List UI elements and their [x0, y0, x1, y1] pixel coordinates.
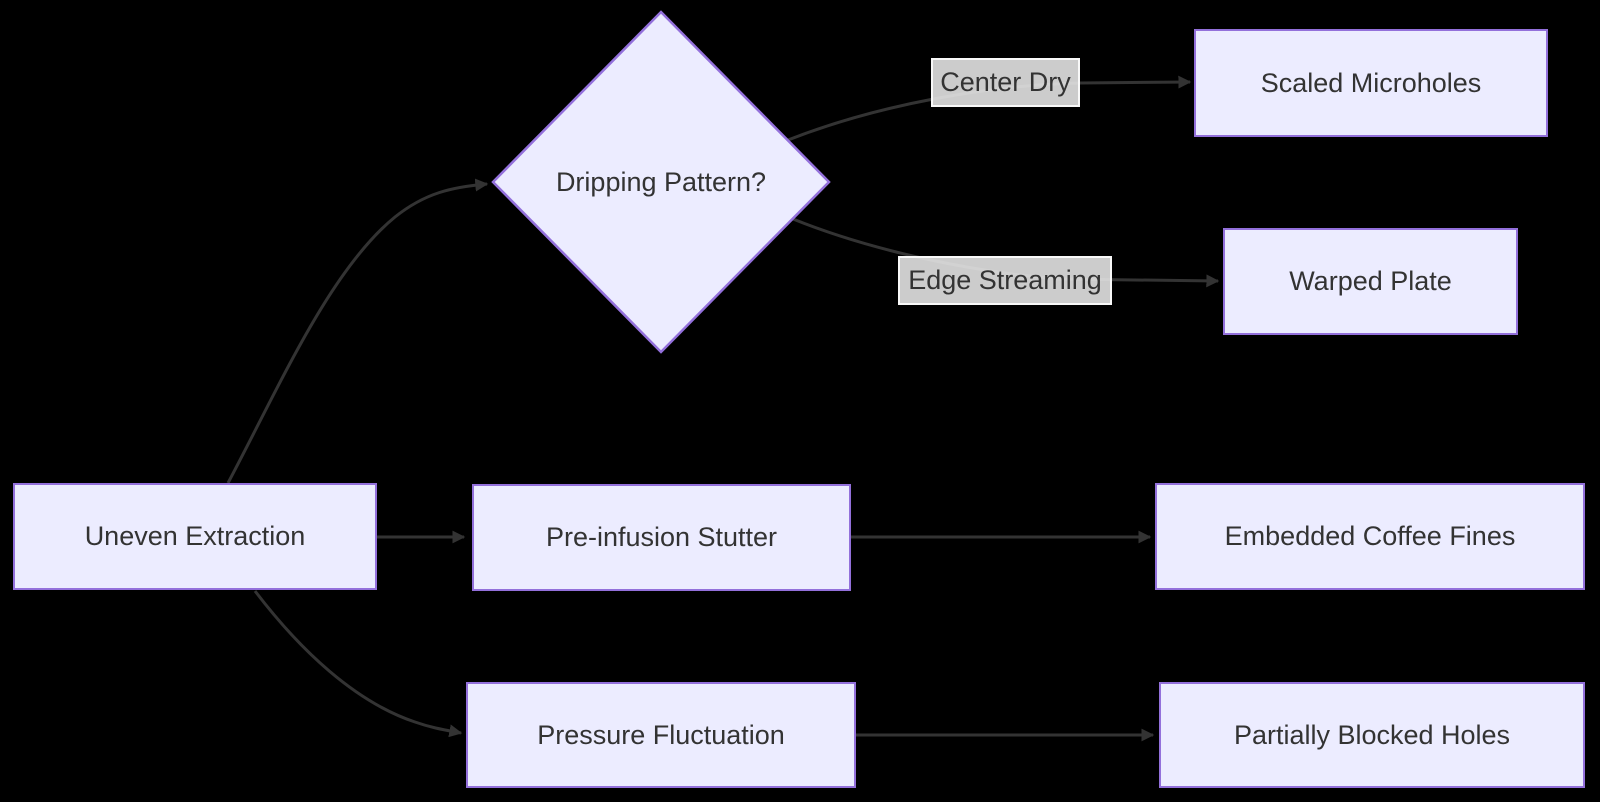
node-pre-infusion-stutter: Pre-infusion Stutter	[472, 484, 851, 591]
node-label: Warped Plate	[1289, 266, 1452, 296]
edge-label-center-dry: Center Dry	[931, 58, 1080, 107]
edge-uneven-extraction-to-dripping-pattern	[226, 178, 489, 484]
node-label: Uneven Extraction	[84, 521, 306, 551]
node-partially-blocked-holes: Partially Blocked Holes	[1159, 682, 1585, 788]
node-scaled-microholes: Scaled Microholes	[1194, 29, 1548, 137]
node-warped-plate: Warped Plate	[1223, 228, 1518, 335]
node-pressure-fluctuation: Pressure Fluctuation	[466, 682, 856, 788]
edge-label-text: Center Dry	[940, 67, 1071, 97]
node-label: Partially Blocked Holes	[1233, 719, 1511, 750]
edge-label-edge-streaming: Edge Streaming	[898, 256, 1112, 305]
node-dripping-pattern: Dripping Pattern?	[491, 10, 831, 354]
node-label: Scaled Microholes	[1260, 67, 1482, 98]
diamond-shape	[491, 10, 831, 354]
node-label: Pre-infusion Stutter	[545, 522, 778, 552]
node-label: Dripping Pattern?	[555, 166, 767, 197]
node-uneven-extraction: Uneven Extraction	[13, 483, 377, 590]
node-label: Embedded Coffee Fines	[1224, 521, 1516, 551]
edge-label-text: Edge Streaming	[908, 265, 1102, 295]
node-label: Pressure Fluctuation	[537, 719, 785, 750]
edge-uneven-extraction-to-pressure-fluctuation	[253, 590, 463, 738]
node-embedded-coffee-fines: Embedded Coffee Fines	[1155, 483, 1585, 590]
